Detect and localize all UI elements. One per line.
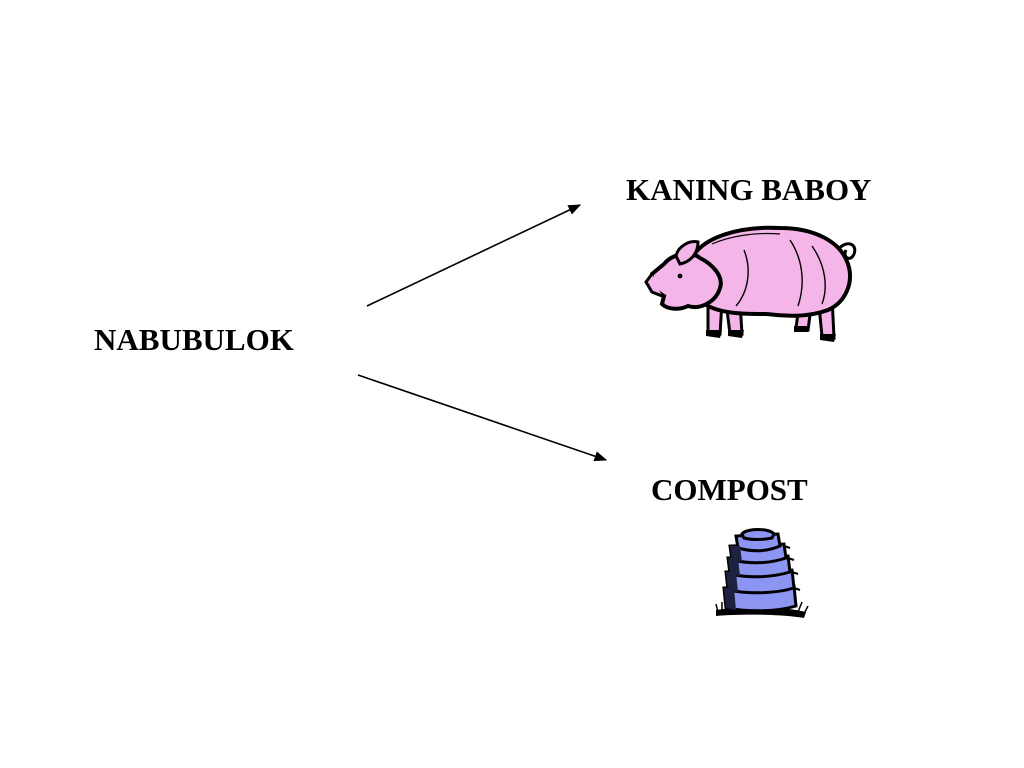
source-label: NABUBULOK <box>94 322 294 357</box>
arrow-to-compost <box>357 374 608 462</box>
target-label-kaning-baboy: KANING BABOY <box>626 172 872 207</box>
arrow-to-kaning-baboy <box>366 204 582 307</box>
target-label-compost: COMPOST <box>651 472 808 507</box>
pig-icon <box>644 225 857 342</box>
compost-bin-icon <box>715 528 809 618</box>
